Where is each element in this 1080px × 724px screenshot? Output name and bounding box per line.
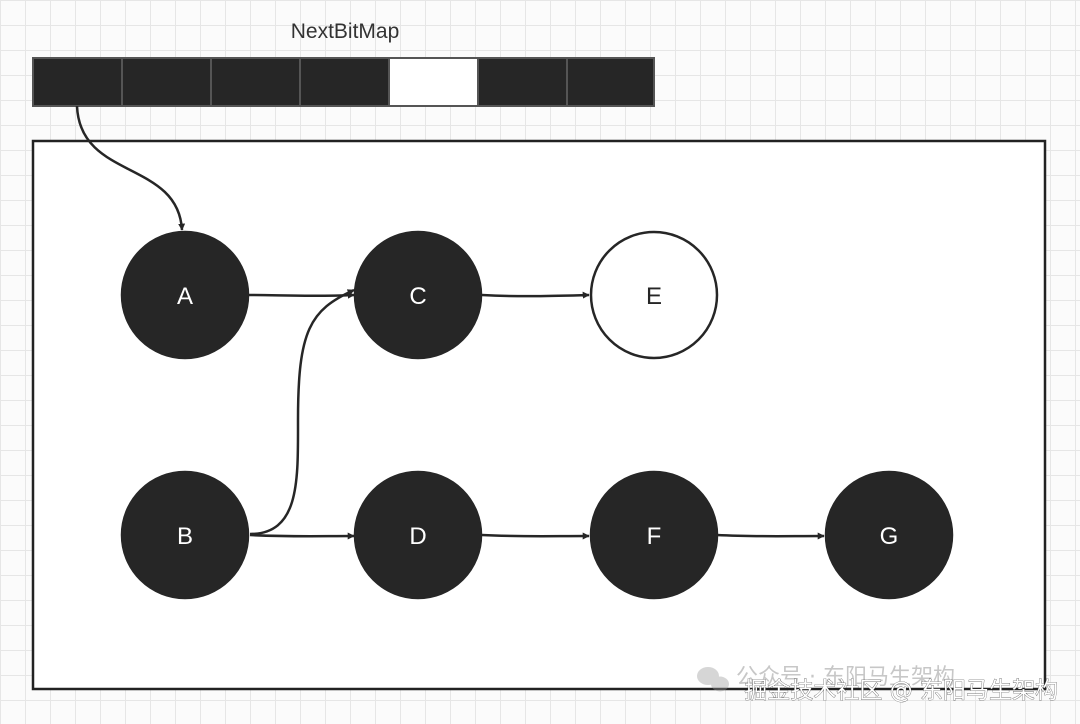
node-d: D [353, 470, 483, 600]
bitmap-cell-5 [388, 57, 479, 107]
bitmap-cell-3 [210, 57, 301, 107]
node-a-circle [120, 230, 250, 360]
node-b: B [120, 470, 250, 600]
bitmap-cell-7 [566, 57, 655, 107]
bitmap [32, 57, 655, 107]
node-e-label: E [646, 283, 662, 310]
watermark-line-2: 掘金技术社区 @ 东阳马生架构 [744, 678, 1058, 704]
node-b-label: B [177, 523, 193, 550]
edge-c-e [481, 291, 590, 299]
edge-d-f [481, 532, 590, 540]
edges [75, 105, 825, 540]
edge-a-c [247, 291, 355, 299]
bitmap-cell-4 [299, 57, 390, 107]
node-a: A [120, 230, 250, 360]
heap-frame [31, 139, 1047, 691]
node-g-label: G [880, 523, 899, 550]
bitmap-title: NextBitMap [291, 20, 400, 43]
bitmap-cell-2 [121, 57, 212, 107]
node-d-circle [353, 470, 483, 600]
node-d-label: D [409, 523, 426, 550]
node-g-circle [824, 470, 954, 600]
node-g: G [824, 470, 954, 600]
bitmap-cell-6 [477, 57, 568, 107]
watermark: 公众号 · 东阳马生架构 掘金技术社区 @ 东阳马生架构 [697, 665, 1058, 704]
node-e: E [589, 230, 719, 360]
node-c: C [353, 230, 483, 360]
node-c-circle [353, 230, 483, 360]
edge-b-c [249, 288, 355, 536]
edge-f-g [716, 532, 825, 540]
bitmap-cell-1 [32, 57, 123, 107]
edge-bitmap-a [75, 105, 186, 231]
node-b-circle [120, 470, 250, 600]
node-a-label: A [177, 283, 193, 310]
wechat-icon [697, 667, 729, 692]
node-f: F [589, 470, 719, 600]
node-c-label: C [409, 283, 426, 310]
node-f-circle [589, 470, 719, 600]
edge-b-d [249, 532, 355, 540]
node-f-label: F [647, 523, 662, 550]
node-e-circle [589, 230, 719, 360]
watermark-line-1: 公众号 · 东阳马生架构 [736, 665, 955, 690]
